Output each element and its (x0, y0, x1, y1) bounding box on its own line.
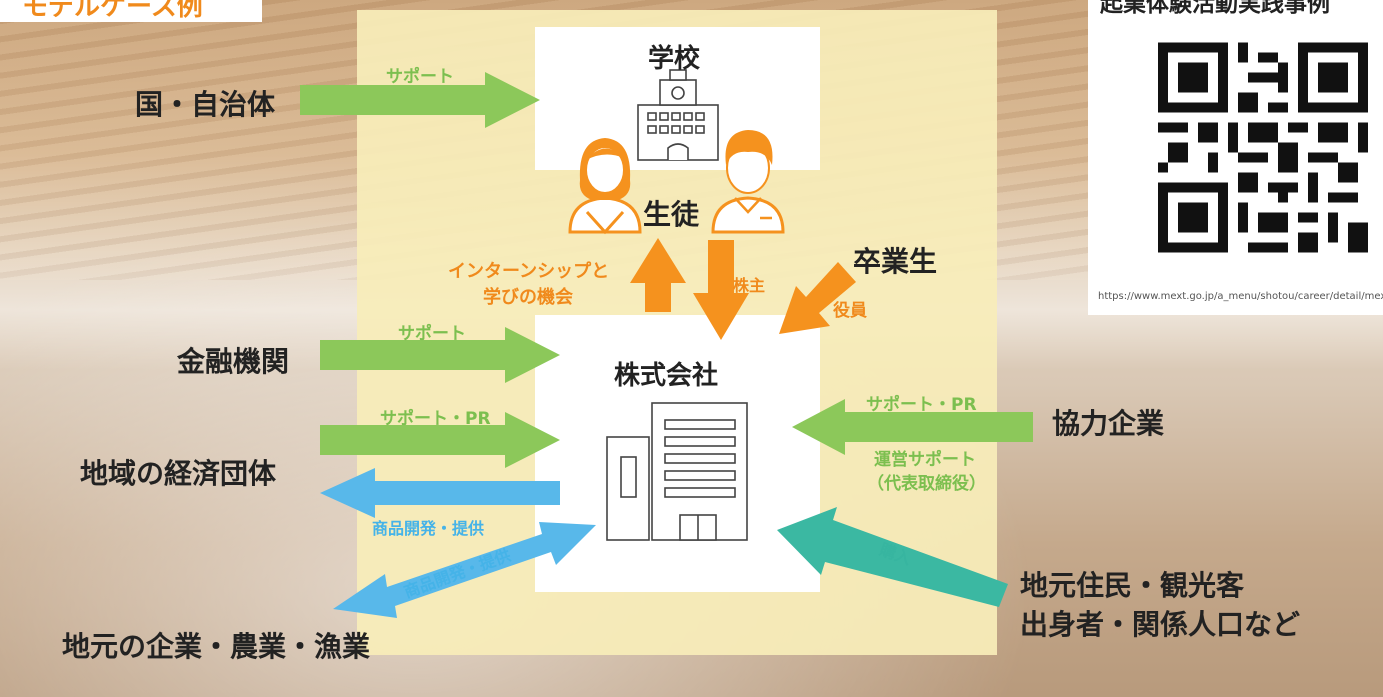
arrow-econ-to-company (320, 412, 560, 468)
company-building-icon (606, 402, 748, 541)
local-industry-label: 地元の企業・農業・漁業 (62, 630, 371, 663)
label-partner-support-pr: サポート・PR (866, 395, 977, 415)
arrow-partner-to-company (792, 399, 1033, 455)
label-gov-support: サポート (386, 67, 454, 87)
students-label: 生徒 (643, 198, 700, 231)
partners-label: 協力企業 (1052, 407, 1165, 440)
company-label: 株式会社 (614, 361, 719, 391)
arrow-company-local-industry (333, 522, 596, 618)
qr-title: 起業体験活動実践事例 (1100, 0, 1330, 17)
arrow-company-to-students (630, 238, 686, 312)
residents-label-line2: 出身者・関係人口など (1020, 608, 1301, 641)
economic-groups-label: 地域の経済団体 (80, 457, 277, 490)
arrow-gov-to-school (300, 72, 540, 128)
school-label: 学校 (648, 44, 701, 74)
qr-card: 起業体験活動実践事例 https://www.mext.go.jp/a_menu… (1088, 0, 1383, 315)
arrow-company-to-econ (320, 468, 560, 518)
page-title: モデルケース例 (22, 0, 203, 22)
label-internship-line2: 学びの機会 (483, 287, 573, 308)
label-shareholder: 株主 (733, 276, 766, 295)
student-boy-icon (711, 130, 785, 234)
label-partner-ops-line1: 運営サポート (874, 450, 976, 470)
qr-url[interactable]: https://www.mext.go.jp/a_menu/shotou/car… (1098, 291, 1383, 302)
arrow-residents-to-company (777, 507, 1008, 607)
residents-label-line1: 地元住民・観光客 (1020, 569, 1245, 602)
government-label: 国・自治体 (135, 88, 276, 121)
label-officer: 役員 (833, 301, 867, 321)
arrow-finance-to-company (320, 327, 560, 383)
student-girl-icon (568, 138, 642, 235)
label-internship-line1: インターンシップと (448, 261, 610, 282)
title-tag: モデルケース例 (0, 0, 262, 22)
label-finance-support: サポート (398, 324, 466, 344)
label-econ-product-dev: 商品開発・提供 (372, 519, 485, 538)
qr-code-icon[interactable] (1158, 40, 1368, 255)
arrow-graduates-to-company (779, 262, 856, 334)
label-econ-support-pr: サポート・PR (380, 409, 491, 429)
graduates-label: 卒業生 (853, 245, 938, 278)
school-building-icon (637, 69, 719, 161)
finance-label: 金融機関 (177, 345, 290, 378)
label-partner-ops-line2: （代表取締役） (867, 474, 986, 494)
arrow-students-to-company (693, 240, 749, 340)
